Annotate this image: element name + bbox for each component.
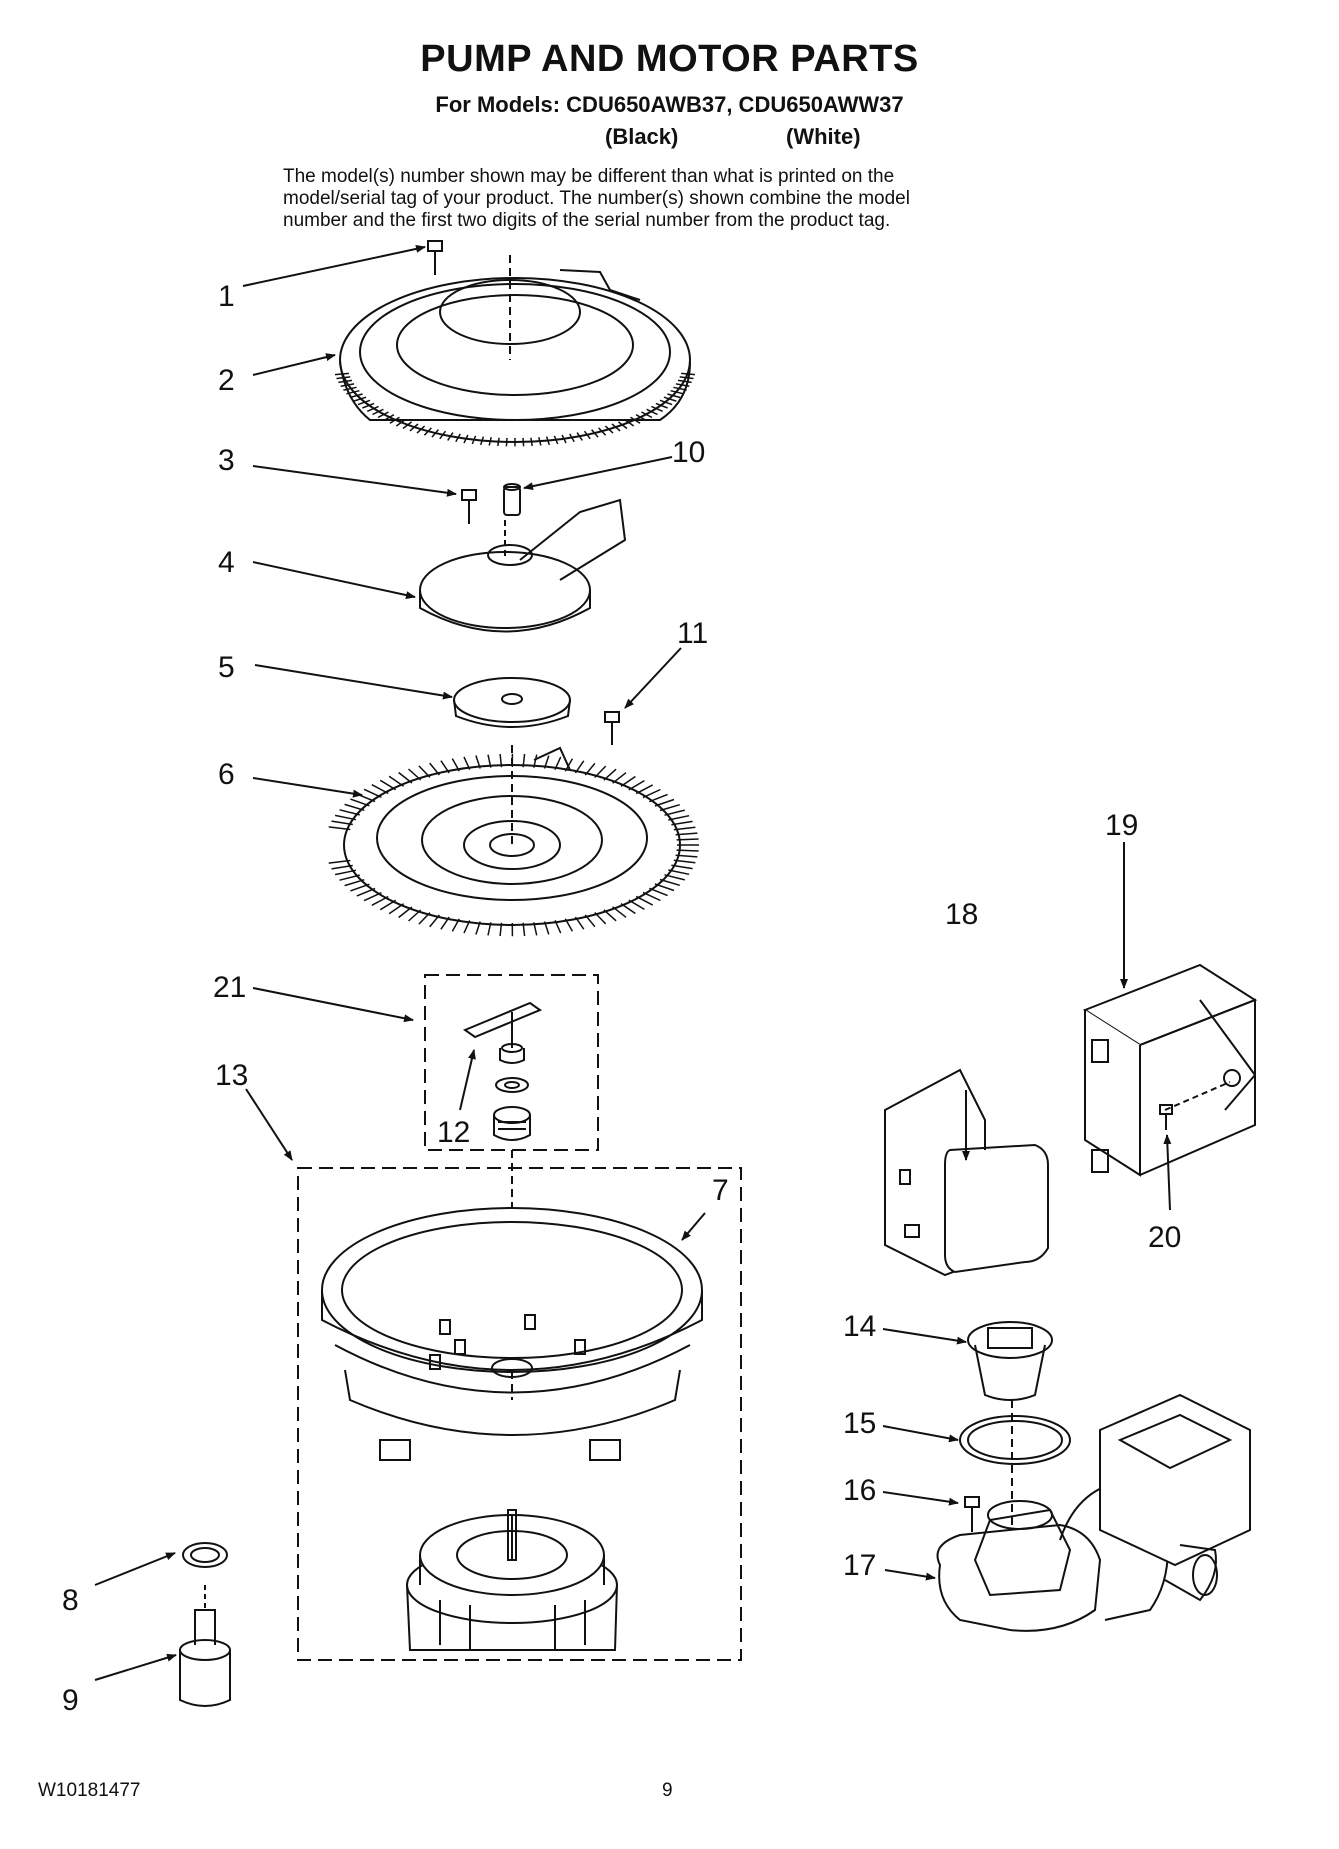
page-number: 9 [662,1780,673,1801]
document-number: W10181477 [38,1780,141,1801]
callout-12: 12 [437,1116,470,1149]
callout-16: 16 [843,1474,876,1507]
page-title: PUMP AND MOTOR PARTS [420,38,919,80]
part-6-pump-housing [328,745,699,937]
color-black-label: (Black) [605,124,679,149]
callout-20: 20 [1148,1221,1181,1254]
part-5-impeller [453,677,571,728]
part-9-plug [179,1585,231,1707]
part-18-bracket [884,1068,1049,1277]
part-14-adapter [967,1321,1053,1401]
callout-6: 6 [218,758,235,791]
callout-19: 19 [1105,809,1138,842]
callout-11: 11 [677,617,708,650]
motor [406,1509,618,1651]
group-21-box [424,974,599,1151]
part-15-o-ring [959,1415,1071,1465]
part-11-screw [604,711,620,745]
part-21-blade [462,1001,543,1039]
callout-18: 18 [945,898,978,931]
callout-13: 13 [215,1059,248,1092]
callout-4: 4 [218,546,235,579]
callout-3: 3 [218,444,235,477]
model-note: The model(s) number shown may be differe… [283,166,1083,232]
part-8-o-ring [182,1542,228,1568]
model-note-line-1: The model(s) number shown may be differe… [283,166,895,187]
part-1-screw [427,240,443,275]
callout-8: 8 [62,1584,79,1617]
part-16-screw [964,1496,980,1532]
part-20-screw [1159,1104,1173,1130]
callout-15: 15 [843,1407,876,1440]
callout-10: 10 [672,436,705,469]
part-3-screw [461,489,477,524]
part-2-pump-guard [334,255,696,447]
callout-1: 1 [218,280,235,313]
part-4-diverter-housing [419,498,627,633]
part-17-drain-pump [936,1393,1251,1632]
callout-14: 14 [843,1310,876,1343]
model-note-line-2: model/serial tag of your product. The nu… [283,188,910,209]
part-19-box [1082,963,1258,1177]
callout-7: 7 [712,1174,729,1207]
callout-2: 2 [218,364,235,397]
model-note-line-3: number and the first two digits of the s… [283,210,891,231]
model-numbers: For Models: CDU650AWB37, CDU650AWW37 [435,92,904,117]
color-white-label: (White) [786,124,861,149]
callout-21: 21 [213,971,246,1004]
group-13-box [297,1167,742,1661]
part-10-bushing [503,483,521,516]
callout-5: 5 [218,651,235,684]
callout-17: 17 [843,1549,876,1582]
part-12-seal-parts [493,1012,531,1141]
callout-9: 9 [62,1684,79,1717]
part-7-sump [321,1207,703,1461]
